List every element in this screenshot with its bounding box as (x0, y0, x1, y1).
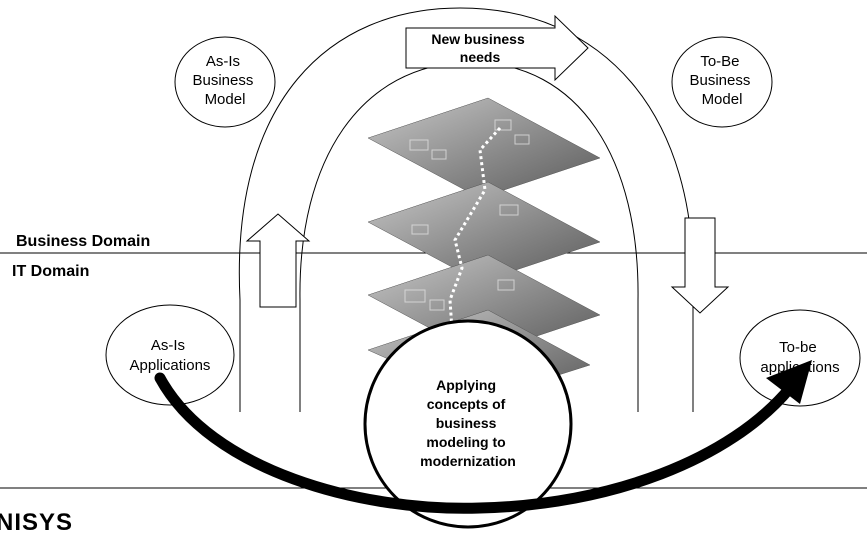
down-arrow (670, 217, 730, 314)
as-is-applications-ellipse (105, 304, 235, 406)
center-text-line: concepts of (427, 396, 506, 412)
to-be-applications-line: To-be (779, 339, 817, 356)
svg-text:As-Is Business Model: As-Is Business Model (192, 53, 257, 108)
it-domain-label: IT Domain (12, 263, 89, 280)
new-business-needs-line: New business (431, 31, 525, 47)
business-domain-label: Business Domain (16, 233, 150, 250)
transformation-arrow-body (154, 372, 796, 514)
to-be-business-model-line: Business (689, 72, 750, 89)
center-text-line: business (436, 415, 497, 431)
center-circle (363, 319, 573, 529)
svg-text:To-Be Business Model: To-Be Business Model (689, 53, 754, 108)
new-business-needs-line: needs (460, 49, 501, 65)
svg-text:New business needs: New business needs (431, 31, 528, 65)
as-is-business-model-ellipse (174, 36, 276, 128)
center-text-line: Applying (436, 377, 496, 393)
center-text-line: modernization (420, 453, 516, 469)
to-be-business-model-ellipse (671, 36, 773, 128)
trace-path (448, 126, 502, 331)
unisys-logo: NISYS (0, 509, 73, 536)
outer-arch (238, 7, 694, 412)
up-arrow (245, 213, 311, 308)
as-is-business-model-line: Model (205, 91, 246, 108)
as-is-business-model-line: As-Is (206, 53, 240, 70)
new-business-needs-arrow (405, 14, 589, 82)
to-be-applications-ellipse (739, 309, 861, 407)
to-be-business-model-line: Model (702, 91, 743, 108)
as-is-applications-line: Applications (130, 357, 211, 374)
to-be-business-model-line: To-Be (700, 53, 739, 70)
svg-text:As-Is Applications: As-Is Applications (130, 337, 211, 374)
as-is-applications-line: As-Is (151, 337, 185, 354)
transformation-arrowhead (766, 360, 812, 404)
as-is-business-model-line: Business (192, 72, 253, 89)
svg-text:Applying concepts of b: Applying concepts of business modeling t… (420, 377, 516, 469)
model-layer (367, 97, 601, 199)
center-text-line: modeling to (426, 434, 505, 450)
model-layer (367, 181, 601, 283)
